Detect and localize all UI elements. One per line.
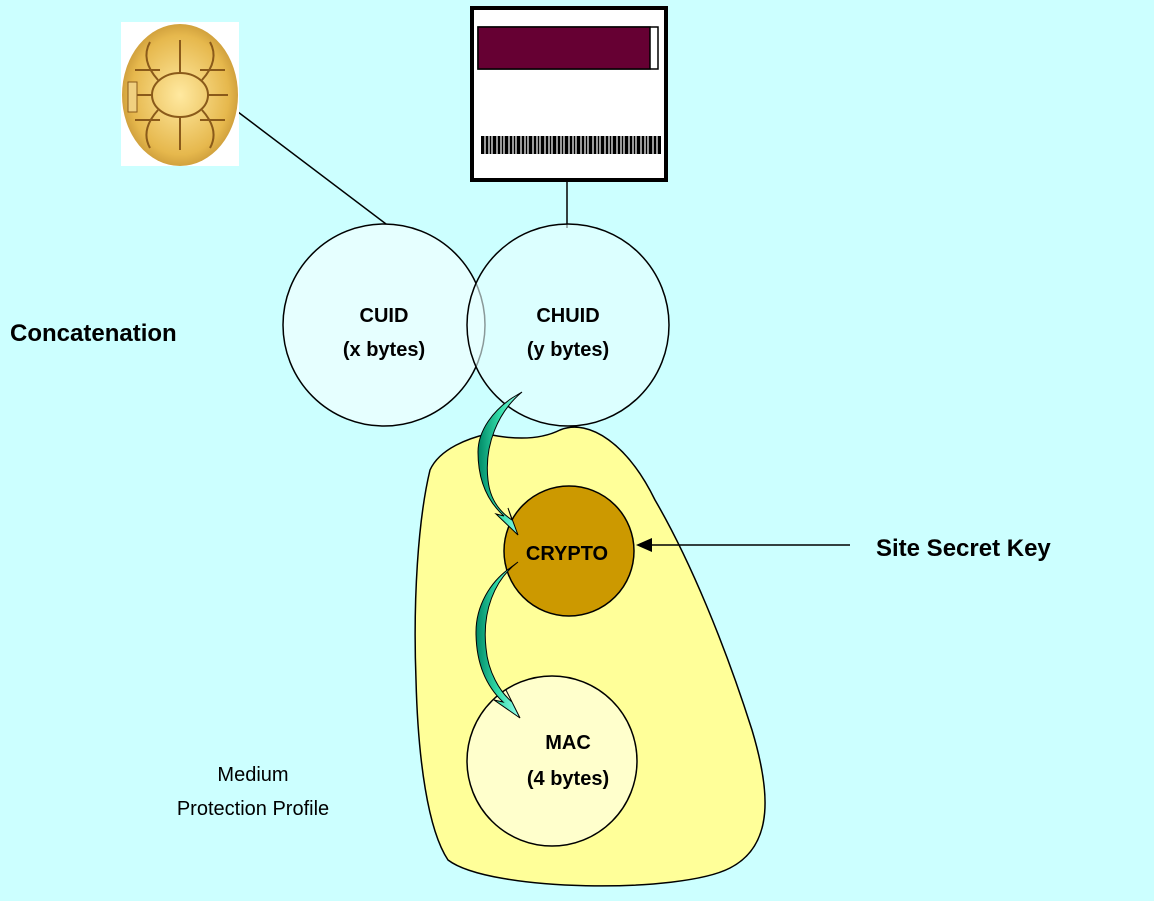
mac-circle <box>466 675 638 847</box>
crypto-label: CRYPTO <box>526 543 608 565</box>
chuid-circle <box>466 223 670 427</box>
site-key-arrowhead <box>636 538 652 552</box>
crypto-circle <box>503 485 635 617</box>
chuid-size-label: (y bytes) <box>527 339 609 361</box>
flow-arrow-to-mac <box>475 561 521 719</box>
mac-name-label: MAC <box>545 732 591 754</box>
chuid-name-label: CHUID <box>536 305 599 327</box>
smart-card-chip-icon <box>121 22 239 166</box>
barcode <box>481 136 661 154</box>
chip-connector-line <box>237 111 391 228</box>
flow-arrow-to-crypto <box>477 391 523 536</box>
id-card-icon <box>470 6 668 182</box>
site-key-label: Site Secret Key <box>876 535 1051 562</box>
profile-label-line2: Protection Profile <box>177 798 329 820</box>
mac-size-label: (4 bytes) <box>527 768 609 790</box>
profile-label-line1: Medium <box>217 764 288 786</box>
cuid-size-label: (x bytes) <box>343 339 425 361</box>
cuid-name-label: CUID <box>360 305 409 327</box>
concatenation-label: Concatenation <box>10 320 177 347</box>
